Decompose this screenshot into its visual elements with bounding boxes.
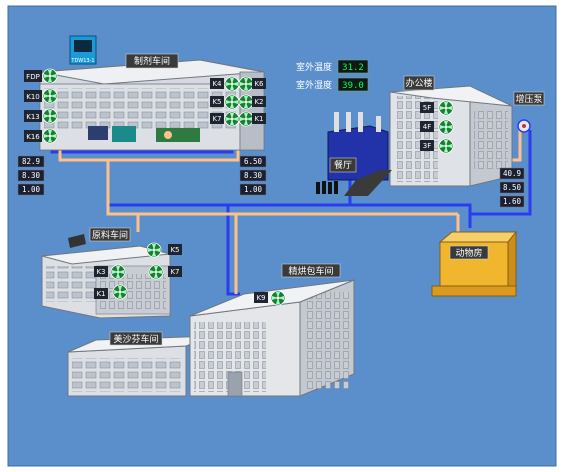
- fan-yk5-icon[interactable]: [146, 242, 162, 258]
- reading-mid-0: 6.50: [244, 157, 263, 166]
- building-zhiji[interactable]: TDW13-1 制剂车间: [39, 35, 265, 151]
- humidity-value: 39.0: [342, 81, 364, 91]
- reading-left-2: 1.00: [22, 185, 41, 194]
- readings-mid: 6.50 8.30 1.00: [239, 155, 267, 196]
- building-dongwu[interactable]: 动物房: [431, 230, 518, 297]
- compressor-icon: [156, 128, 200, 142]
- fan-label-4f: 4F: [423, 123, 431, 131]
- building-bangong[interactable]: 办公楼 5F 4F 3F: [389, 75, 513, 187]
- reading-mid-2: 1.00: [244, 185, 263, 194]
- temp-label: 室外温度: [296, 61, 332, 73]
- fan-k6a-icon[interactable]: [238, 76, 254, 92]
- building-canting[interactable]: 餐厅: [316, 112, 392, 196]
- fan-3f-icon[interactable]: [438, 138, 454, 154]
- fan-4f-icon[interactable]: [438, 119, 454, 135]
- fan-label-k5: K5: [212, 98, 221, 106]
- fan-k7-icon[interactable]: [224, 111, 240, 127]
- building-yuanliao[interactable]: 原料车间 K5 K7 K3 K1: [41, 227, 182, 319]
- label-zengya: 增压泵: [515, 93, 542, 105]
- label-bangong: 办公楼: [405, 77, 432, 89]
- fan-5f-icon[interactable]: [438, 100, 454, 116]
- fan-label-k6: K6: [254, 80, 264, 88]
- fan-label-k9: K9: [256, 294, 265, 302]
- people-icon: [316, 181, 338, 194]
- fan-fdp-icon[interactable]: [42, 68, 58, 84]
- fan-label-3f: 3F: [423, 142, 431, 150]
- fan-label-k16: K16: [26, 133, 40, 141]
- fan-k9-icon[interactable]: [270, 290, 286, 306]
- fan-yk1-icon[interactable]: [112, 284, 128, 300]
- fan-k2a-icon[interactable]: [238, 94, 254, 110]
- fan-label-5f: 5F: [423, 104, 431, 112]
- fan-k1a-icon[interactable]: [238, 111, 254, 127]
- reading-right-1: 8.50: [503, 183, 522, 192]
- device-label: TDW13-1: [70, 58, 94, 64]
- fan-yk3-icon[interactable]: [110, 264, 126, 280]
- label-meishafen: 美沙芬车间: [113, 333, 158, 345]
- environment-panel: 室外温度 31.2 室外湿度 39.0: [296, 59, 369, 92]
- fan-yk7-icon[interactable]: [148, 264, 164, 280]
- building-meishafen[interactable]: 美沙芬车间: [67, 331, 215, 397]
- building-jinghong[interactable]: 精烘包车间 K9: [189, 263, 355, 397]
- reading-mid-1: 8.30: [244, 171, 263, 180]
- fan-k13-icon[interactable]: [42, 108, 58, 124]
- temp-value: 31.2: [342, 63, 364, 73]
- label-canting: 餐厅: [334, 159, 352, 171]
- equipment-icon: [68, 234, 86, 248]
- pump-icon: [88, 126, 108, 140]
- fan-label-yk7: K7: [170, 268, 179, 276]
- fan-k4-icon[interactable]: [224, 76, 240, 92]
- fan-label-k7: K7: [212, 115, 221, 123]
- label-yuanliao: 原料车间: [92, 229, 128, 241]
- booster-pump[interactable]: 增压泵: [513, 91, 545, 133]
- fan-label-yk3: K3: [96, 268, 105, 276]
- fan-k16-icon[interactable]: [42, 128, 58, 144]
- reading-right-2: 1.60: [503, 197, 522, 206]
- reading-left-0: 82.9: [22, 157, 40, 166]
- fan-label-yk1: K1: [96, 290, 105, 298]
- readings-right: 40.9 8.50 1.60: [499, 167, 525, 208]
- fan-label-k13: K13: [26, 113, 40, 121]
- fan-label-k10: K10: [26, 93, 40, 101]
- reading-left-1: 8.30: [22, 171, 41, 180]
- stairs-icon: [344, 170, 392, 196]
- humidity-label: 室外湿度: [296, 79, 332, 91]
- fan-label-k2: K2: [254, 98, 263, 106]
- fan-label-k1: K1: [254, 115, 263, 123]
- fan-k10-icon[interactable]: [42, 88, 58, 104]
- fan-group-right: K4 K6 K5 K2 K7 K1: [210, 76, 266, 127]
- label-jinghong: 精烘包车间: [288, 265, 333, 277]
- label-zhiji: 制剂车间: [134, 55, 170, 67]
- label-dongwu: 动物房: [455, 247, 482, 259]
- fan-label-yk5: K5: [170, 246, 179, 254]
- fan-label-k4: K4: [212, 80, 222, 88]
- chiller-icon: [112, 126, 136, 142]
- fan-group-left: FDP K10 K13 K16: [24, 68, 58, 144]
- reading-right-0: 40.9: [503, 169, 521, 178]
- fan-k5-icon[interactable]: [224, 94, 240, 110]
- fan-label-fdp: FDP: [26, 73, 40, 81]
- readings-left: 82.9 8.30 1.00: [17, 155, 45, 196]
